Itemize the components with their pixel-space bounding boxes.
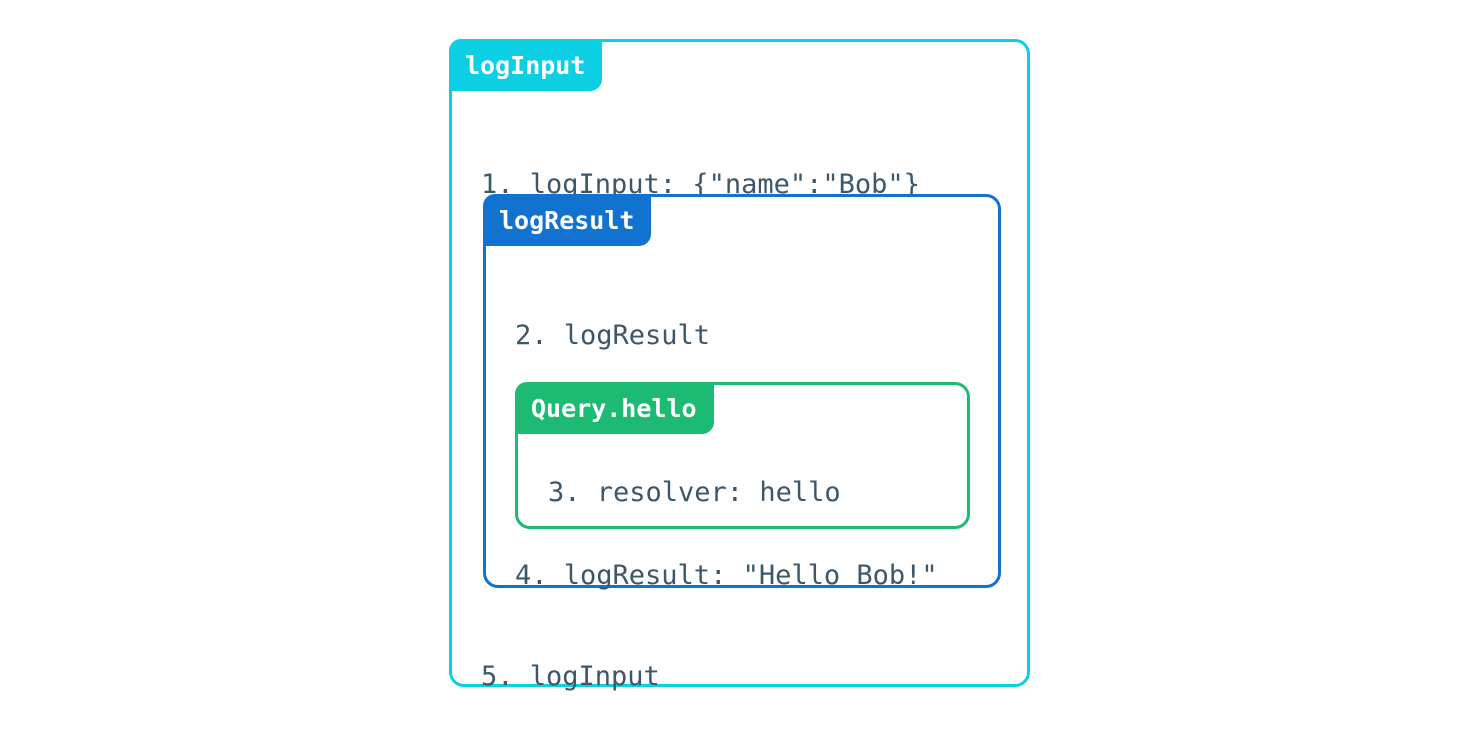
trace-line-3: 3. resolver: hello: [548, 477, 841, 508]
trace-box-logresult-tab-label: logResult: [499, 205, 635, 235]
trace-box-query-hello: Query.hello 3. resolver: hello: [515, 382, 970, 529]
trace-line-2: 2. logResult: [515, 320, 711, 351]
trace-line-4: 4. logResult: "Hello Bob!": [515, 560, 938, 591]
trace-line-5: 5. logInput: [481, 661, 660, 692]
trace-box-logresult-tab: logResult: [483, 194, 652, 246]
trace-box-loginput: logInput 1. logInput: {"name":"Bob"} log…: [449, 39, 1030, 692]
trace-box-loginput-tab: logInput: [449, 39, 603, 91]
trace-box-logresult: logResult 2. logResult Query.hello 3. re…: [483, 194, 1001, 591]
trace-box-loginput-tab-label: logInput: [465, 50, 586, 80]
trace-box-query-hello-tab-label: Query.hello: [531, 393, 697, 423]
trace-box-query-hello-tab: Query.hello: [515, 382, 714, 434]
trace-line-1: 1. logInput: {"name":"Bob"}: [481, 169, 920, 200]
